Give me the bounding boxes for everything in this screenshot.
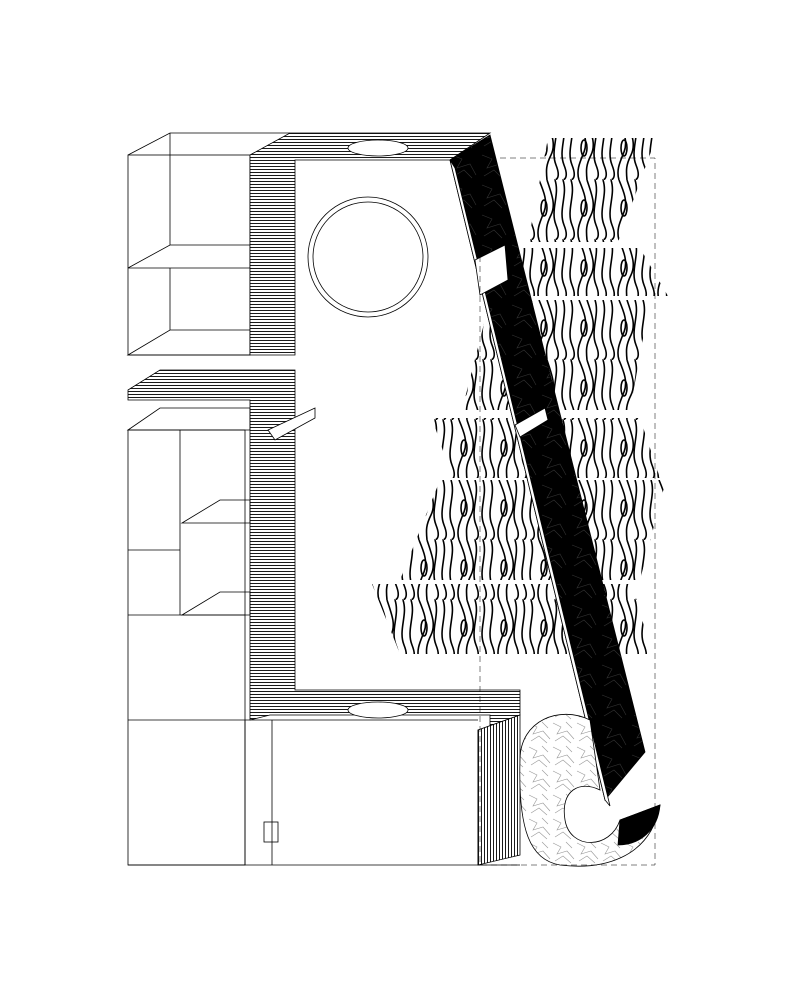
curled-sheet	[479, 157, 661, 867]
upper-shelving-unit	[126, 132, 290, 356]
lower-shelving-unit	[126, 407, 520, 866]
hatched-wall	[127, 132, 521, 866]
black-diagonal-beam	[449, 134, 646, 807]
circular-window	[307, 196, 429, 318]
